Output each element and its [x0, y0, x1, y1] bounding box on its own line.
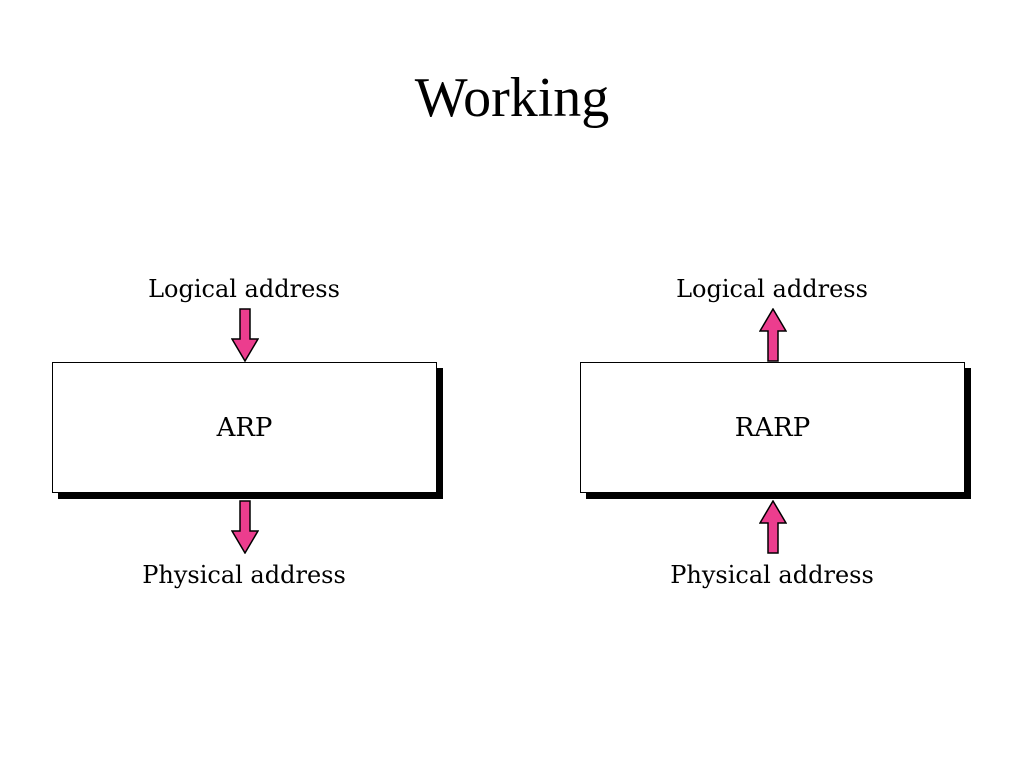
rarp-box: RARP	[580, 362, 965, 493]
slide-title: Working	[414, 67, 610, 129]
logical-address-label: Logical address	[676, 275, 868, 303]
physical-address-label: Physical address	[670, 561, 874, 589]
physical-address-label: Physical address	[142, 561, 346, 589]
up-arrow-icon	[759, 308, 787, 362]
arp-box: ARP	[52, 362, 437, 493]
down-arrow-icon	[231, 500, 259, 554]
arp-panel: Logical address ARP Physical address	[44, 262, 444, 602]
logical-address-label: Logical address	[148, 275, 340, 303]
rarp-label: RARP	[734, 412, 811, 443]
up-arrow-icon	[759, 500, 787, 554]
rarp-panel: Logical address RARP Physical address	[572, 262, 972, 602]
arp-label: ARP	[216, 412, 273, 443]
down-arrow-icon	[231, 308, 259, 362]
